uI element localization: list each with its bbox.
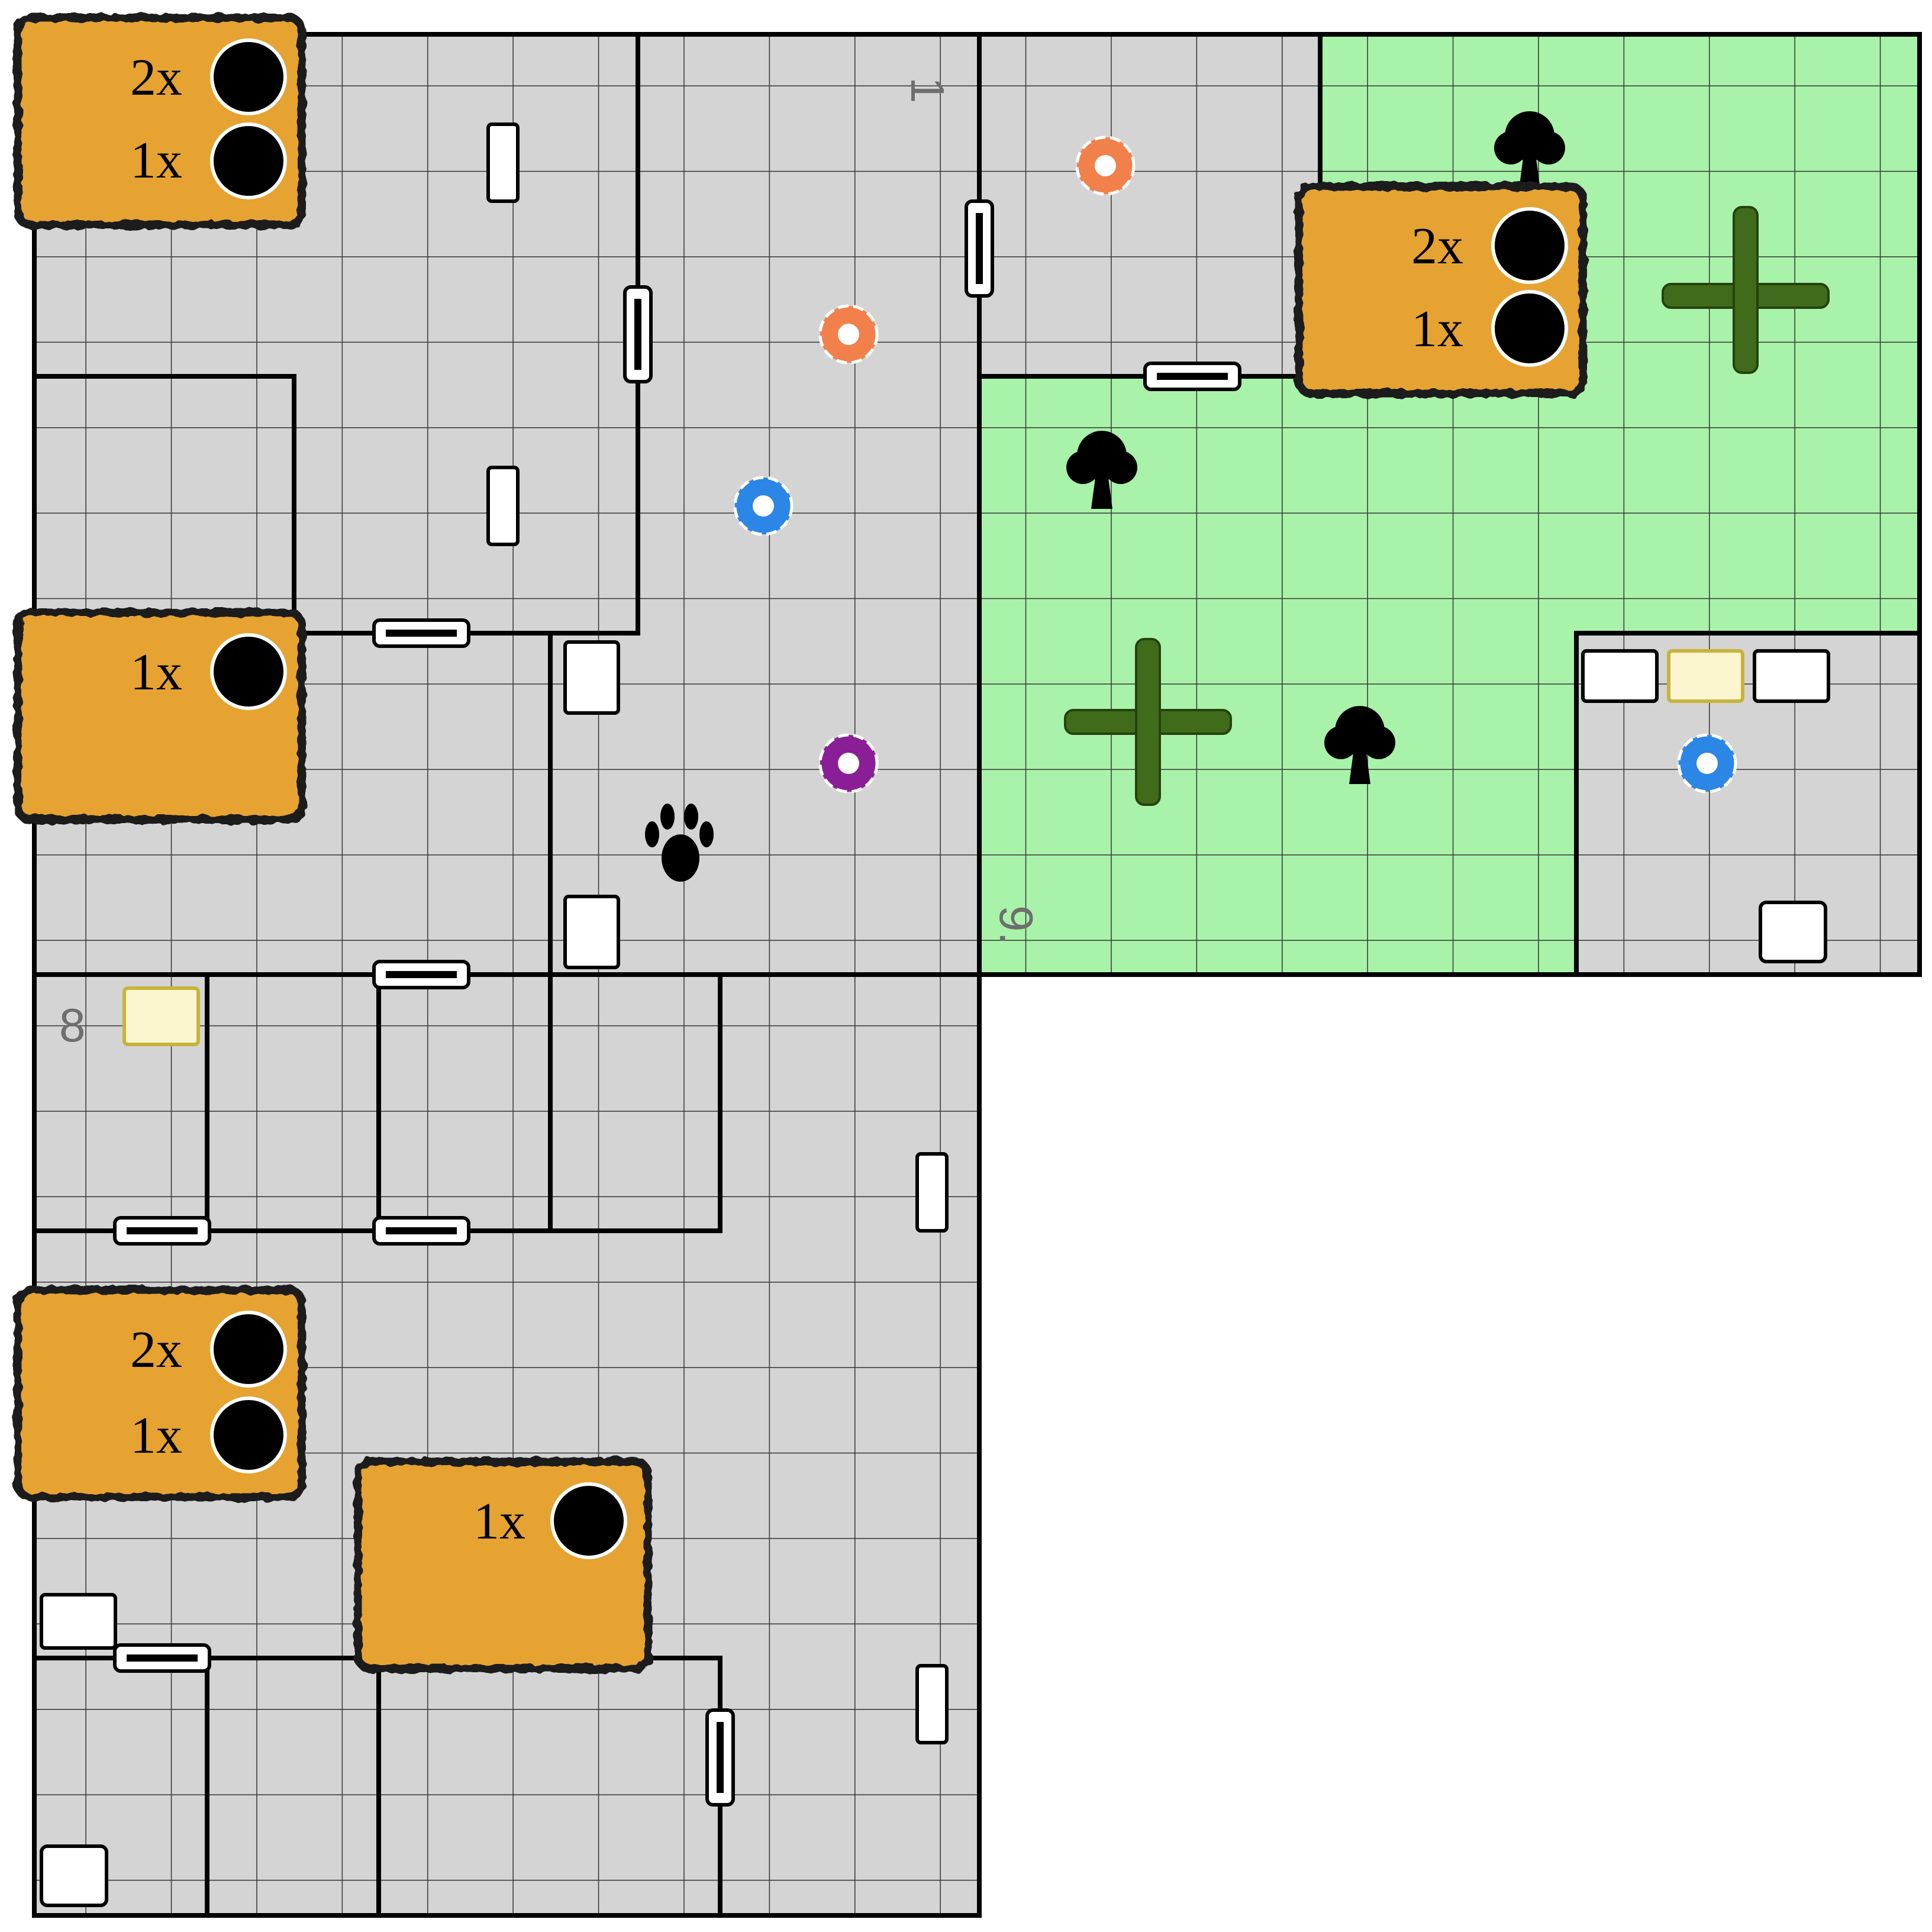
spawn-card-s: 1x (354, 1457, 652, 1673)
tile-label-8: 8 (59, 999, 86, 1052)
hedge-icon (1662, 206, 1830, 374)
crate-icon (40, 1593, 117, 1650)
spawn-card-nw: 2x 1x (14, 14, 306, 229)
door-icon[interactable] (623, 285, 653, 383)
tree-icon (1066, 431, 1137, 509)
spawn-count: 1x (473, 1493, 525, 1550)
elf-elite-icon (1491, 290, 1568, 367)
pillar-icon (486, 122, 520, 203)
spawn-card-w: 1x (14, 608, 306, 824)
tree-icon (1494, 111, 1565, 189)
flower-icon (1677, 733, 1737, 794)
door-icon[interactable] (372, 960, 470, 989)
owlbear-icon (550, 1482, 627, 1559)
goblin-elite-icon (210, 1311, 287, 1388)
spawn-count: 1x (130, 132, 182, 189)
hedges (1064, 206, 1830, 806)
spawn-count: 2x (130, 49, 182, 107)
flower-icon (733, 476, 794, 536)
flower-icon (818, 733, 879, 794)
spawn-card-ne: 2x 1x (1295, 182, 1587, 398)
treasure-chest-icon (40, 1844, 108, 1907)
pillar-icon (915, 1664, 949, 1744)
crate-icon (1581, 649, 1659, 703)
treasure-chest-icon (1759, 901, 1827, 963)
flowers (733, 136, 1737, 794)
runes (122, 649, 1744, 1046)
trees (1066, 111, 1565, 784)
goblin-icon (210, 122, 287, 199)
door-icon[interactable] (1143, 362, 1241, 391)
rune-icon (1667, 649, 1744, 703)
paw-print-icon (645, 804, 714, 882)
spawn-count: 1x (130, 644, 182, 701)
crates (40, 640, 1830, 1650)
spawn-count: 1x (130, 1407, 182, 1465)
spawn-count: 2x (1411, 218, 1463, 275)
tree-icon (1324, 706, 1395, 784)
spawn-card-sw: 2x 1x (14, 1286, 306, 1501)
crate-icon (1753, 649, 1830, 703)
tile-label-1: 1 (901, 77, 954, 104)
hedge-icon (1064, 638, 1232, 806)
doors (113, 199, 1241, 1807)
door-icon[interactable] (113, 1216, 211, 1246)
spawn-count: 2x (130, 1321, 182, 1379)
crate-icon (563, 895, 620, 969)
crate-icon (563, 640, 620, 715)
door-icon[interactable] (372, 1216, 470, 1246)
pillars (486, 122, 949, 1744)
spawn-count: 1x (1411, 301, 1463, 358)
flower-icon (818, 304, 879, 365)
door-icon[interactable] (372, 618, 470, 648)
flower-icon (1075, 136, 1136, 196)
door-icon[interactable] (705, 1708, 735, 1807)
wolf-icon (210, 1396, 287, 1473)
spawn-cards: 2x 1x 1x 2x 1x 1x 2x 1x (14, 14, 1587, 1673)
pillar-icon (486, 466, 520, 546)
door-icon[interactable] (965, 199, 994, 298)
chests (40, 901, 1827, 1907)
pillar-icon (915, 1152, 949, 1233)
orc-warrior-icon (210, 38, 287, 115)
elf-warrior-icon (1491, 207, 1568, 284)
tile-label-9: 9. (990, 905, 1043, 945)
tile-labels: 1 9. 8 (59, 77, 1043, 1052)
gremlin-icon (210, 633, 287, 710)
rune-icon (122, 986, 200, 1046)
door-icon[interactable] (113, 1643, 211, 1673)
